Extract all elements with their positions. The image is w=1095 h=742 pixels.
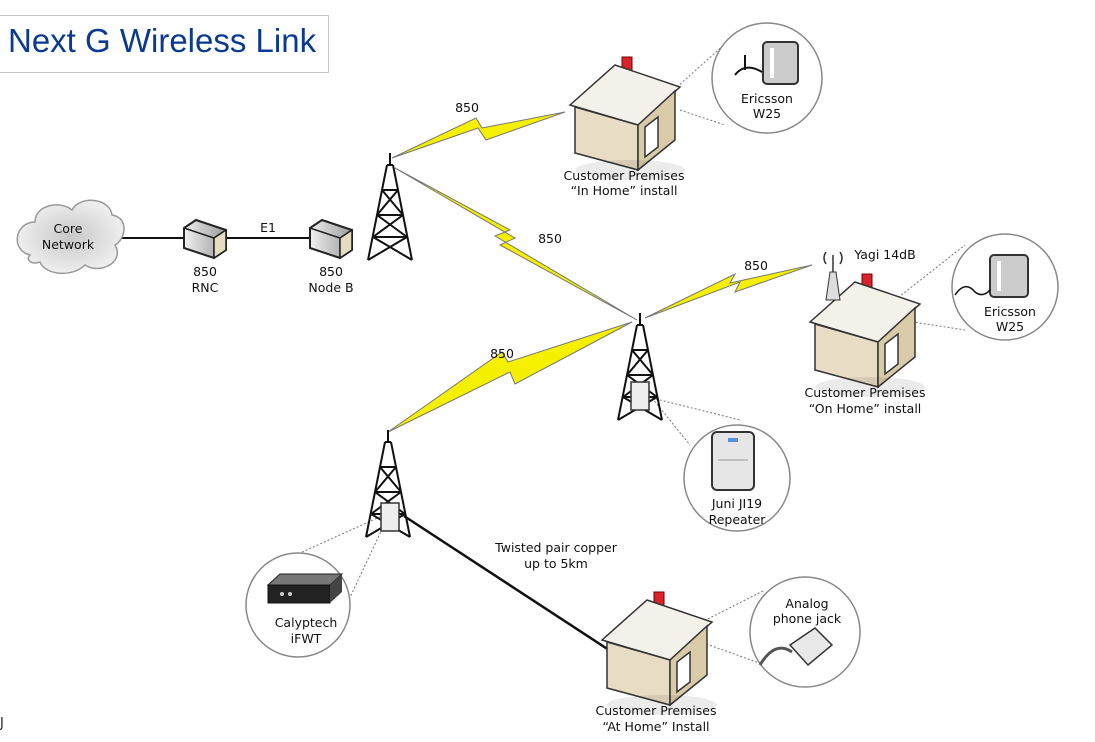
device-label: Calyptech xyxy=(275,615,338,630)
cloud-label: Core xyxy=(54,221,83,236)
ifwt-box xyxy=(380,502,400,532)
juni-repeater-icon xyxy=(711,431,755,491)
calyptech-ifwt-icon xyxy=(266,573,344,604)
ericsson-w25-icon xyxy=(954,254,1029,298)
copper-label: up to 5km xyxy=(524,556,588,571)
lightning-bolt xyxy=(391,111,566,159)
page-title: Next G Wireless Link xyxy=(8,22,317,59)
lightning-bolt xyxy=(394,167,638,321)
node-b-label: 850 xyxy=(319,264,343,279)
link-label: 850 xyxy=(455,100,479,115)
node-b-box xyxy=(309,219,353,259)
device-label: phone jack xyxy=(773,611,842,626)
yagi-antenna-icon xyxy=(825,271,841,301)
house-label: Customer Premises xyxy=(805,385,926,400)
text-fragment: J xyxy=(0,716,4,731)
ericsson-w25-icon xyxy=(734,41,799,85)
house-label: “On Home” install xyxy=(809,401,922,416)
copper-label: Twisted pair copper xyxy=(494,540,618,555)
device-label: W25 xyxy=(996,319,1024,334)
house-at-home xyxy=(601,591,718,716)
yagi-label: Yagi 14dB xyxy=(853,247,915,262)
lightning-bolt xyxy=(644,264,813,319)
rnc-box xyxy=(183,219,227,259)
phone-jack-icon xyxy=(758,627,834,667)
rnc-label: 850 xyxy=(193,264,217,279)
house-label: Customer Premises xyxy=(564,168,685,183)
device-label: W25 xyxy=(753,106,781,121)
node-b-label: Node B xyxy=(308,280,353,295)
tower-icon xyxy=(367,152,413,261)
house-in-home xyxy=(569,56,686,181)
device-label: Repeater xyxy=(709,512,767,527)
e1-label: E1 xyxy=(260,220,276,235)
core-network-cloud xyxy=(16,199,125,274)
wireless-links xyxy=(387,111,813,433)
callout-phone-jack xyxy=(749,576,861,688)
lightning-bolt xyxy=(387,321,633,433)
device-label: Analog xyxy=(785,596,828,611)
title-box xyxy=(0,15,329,73)
device-label: Juni JI19 xyxy=(711,496,762,511)
device-label: Ericsson xyxy=(741,91,793,106)
link-label: 850 xyxy=(744,258,768,273)
repeater-box xyxy=(630,381,650,411)
cloud-label: Network xyxy=(42,237,95,252)
device-label: iFWT xyxy=(291,631,322,646)
link-label: 850 xyxy=(490,346,514,361)
house-label: “At Home” Install xyxy=(602,719,709,734)
rnc-label: RNC xyxy=(192,280,219,295)
link-label: 850 xyxy=(538,231,562,246)
device-label: Ericsson xyxy=(984,304,1036,319)
house-label: Customer Premises xyxy=(596,703,717,718)
copper-link xyxy=(403,514,613,654)
house-label: “In Home” install xyxy=(571,183,678,198)
